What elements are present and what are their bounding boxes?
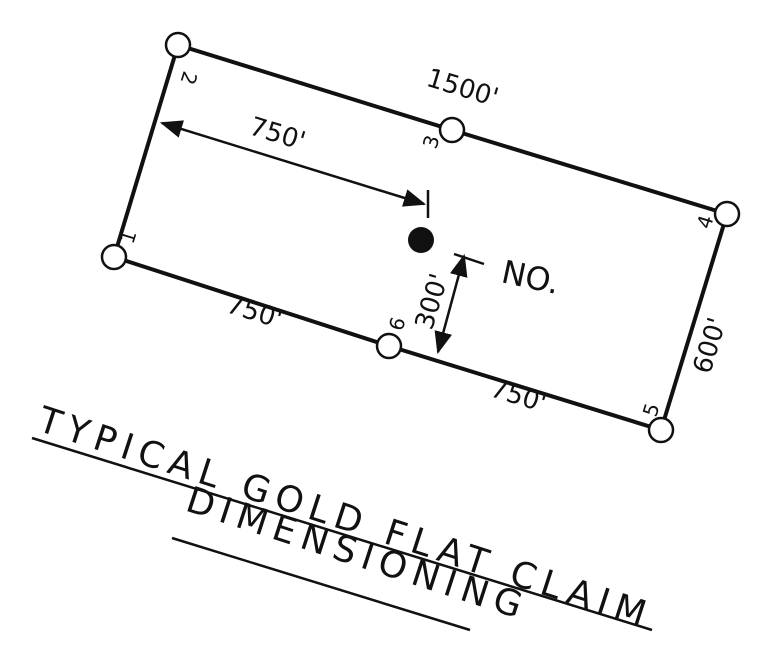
claim-boundary	[112, 43, 729, 432]
dimension-label-300: 300'	[410, 270, 455, 333]
boundary-line-bottom-right	[387, 344, 663, 432]
dimension-label-750-bottom-left: 750'	[223, 290, 286, 335]
boundary-line-right-end	[659, 212, 729, 432]
title-block: TYPICAL GOLD FLAT CLAIM DIMENSIONING	[31, 399, 658, 637]
dimension-lines	[159, 120, 485, 355]
title-underline-1	[31, 436, 653, 632]
offset-tick	[453, 252, 485, 266]
discovery-monument-dot	[408, 227, 434, 253]
dimension-label-1500: 1500'	[423, 63, 502, 113]
dimension-label-750-to-center: 750'	[246, 112, 309, 157]
corner-monument-2	[164, 31, 192, 59]
corner-number-5: 5	[638, 400, 665, 419]
boundary-line-bottom-left	[112, 255, 391, 348]
boundary-line-left-end	[112, 43, 180, 259]
corner-monument-3	[438, 116, 466, 144]
discovery-label: NO.	[498, 253, 563, 302]
boundary-line-top-left	[176, 43, 454, 132]
corner-number-6: 6	[384, 314, 411, 333]
corner-monument-6	[375, 332, 403, 360]
corner-monument-4	[713, 200, 741, 228]
dimension-arrow-750-to-center	[159, 120, 427, 207]
dimension-label-750-bottom-right: 750'	[487, 374, 550, 419]
corner-monument-5	[647, 416, 675, 444]
corner-number-2: 2	[175, 69, 202, 88]
title-underline-2	[171, 536, 471, 632]
corner-monument-1	[100, 243, 128, 271]
dimension-arrow-300-offset	[434, 253, 468, 355]
boundary-line-top-right	[450, 128, 729, 216]
corner-monuments	[100, 31, 741, 444]
